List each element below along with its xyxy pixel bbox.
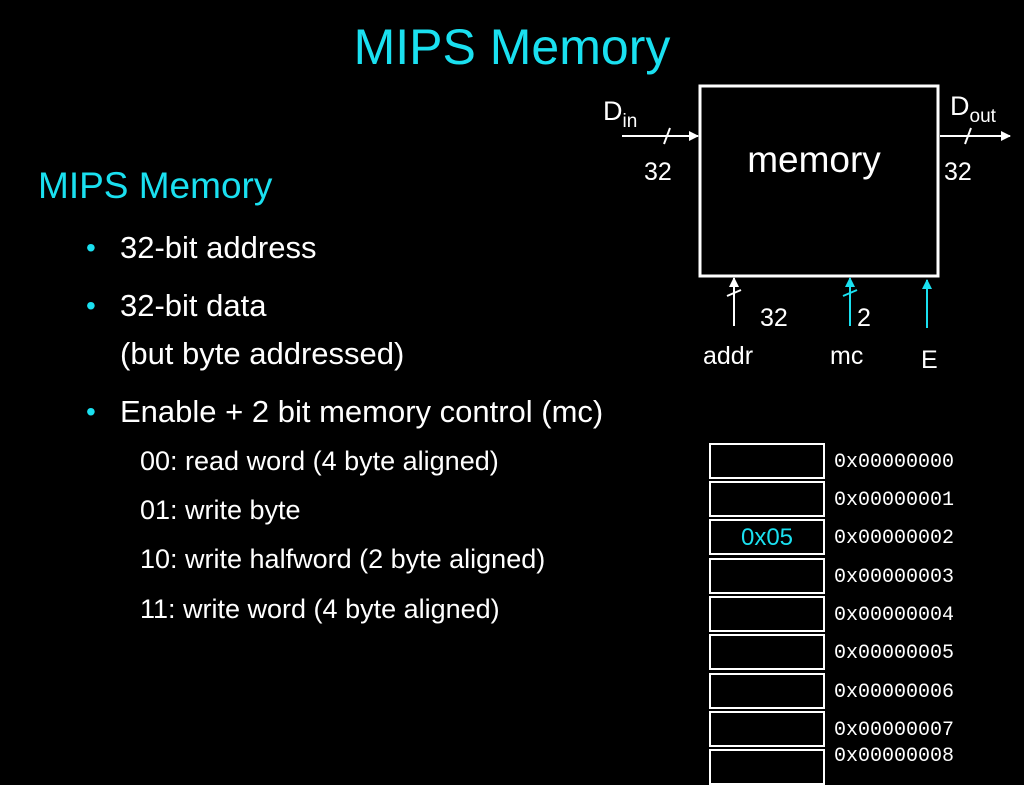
memory-cell <box>709 596 825 632</box>
dout-label-sub: out <box>970 106 997 127</box>
page-title: MIPS Memory <box>353 19 671 75</box>
bullet-dot-icon: • <box>86 290 96 321</box>
memory-address: 0x00000006 <box>834 681 955 704</box>
bullet-text: 32-bit address <box>120 230 317 265</box>
memory-cell <box>709 634 825 670</box>
memory-address: 0x00000005 <box>834 642 955 665</box>
enable-label: E <box>921 346 938 374</box>
memory-cell <box>709 481 825 517</box>
bullet-enable: • Enable + 2 bit memory control (mc) <box>86 388 604 436</box>
bullet-continuation: (but byte addressed) <box>120 336 405 371</box>
mc-code-00: 00: read word (4 byte aligned) <box>140 446 499 476</box>
memory-cell <box>709 749 825 785</box>
din-label-main: D <box>603 96 623 126</box>
mc-bus-slash <box>842 289 858 297</box>
memory-address: 0x00000008 <box>834 745 955 768</box>
dout-bus-slash <box>964 127 972 145</box>
memory-cell <box>709 673 825 709</box>
memory-block-diagram: memory Din 32 Dout 32 32 addr 2 mc E <box>603 84 1011 374</box>
bullet-text: 32-bit data <box>120 288 267 323</box>
memory-cell <box>709 711 825 747</box>
din-label: Din <box>603 96 637 132</box>
mc-code-11: 11: write word (4 byte aligned) <box>140 594 500 624</box>
mc-label: mc <box>830 342 863 370</box>
bullet-dot-icon: • <box>86 396 96 427</box>
memory-address: 0x00000001 <box>834 489 955 512</box>
mc-code-10: 10: write halfword (2 byte aligned) <box>140 544 546 574</box>
memory-address: 0x00000002 <box>834 527 955 550</box>
memory-cell <box>709 558 825 594</box>
dout-width: 32 <box>944 158 972 186</box>
din-label-sub: in <box>623 111 638 132</box>
memory-cell: 0x05 <box>709 519 825 555</box>
memory-address: 0x00000004 <box>834 604 955 627</box>
din-width: 32 <box>644 158 672 186</box>
din-bus-slash <box>663 127 671 145</box>
mc-width: 2 <box>857 304 871 332</box>
memory-address: 0x00000003 <box>834 566 955 589</box>
addr-label: addr <box>703 342 753 370</box>
bullet-text: Enable + 2 bit memory control (mc) <box>120 394 604 429</box>
section-heading: MIPS Memory <box>38 165 273 206</box>
memory-address: 0x00000007 <box>834 719 955 742</box>
dout-label-main: D <box>950 91 970 121</box>
memory-address: 0x00000000 <box>834 451 955 474</box>
dout-label: Dout <box>950 91 997 127</box>
addr-width: 32 <box>760 304 788 332</box>
bullet-dot-icon: • <box>86 232 96 263</box>
bullet-data: • 32-bit data (but byte addressed) <box>86 282 405 378</box>
addr-bus-slash <box>726 289 742 297</box>
memory-cell <box>709 443 825 479</box>
mc-code-01: 01: write byte <box>140 495 301 525</box>
memory-block <box>698 84 940 278</box>
bullet-address: • 32-bit address <box>86 224 317 272</box>
memory-block-label: memory <box>747 139 881 180</box>
